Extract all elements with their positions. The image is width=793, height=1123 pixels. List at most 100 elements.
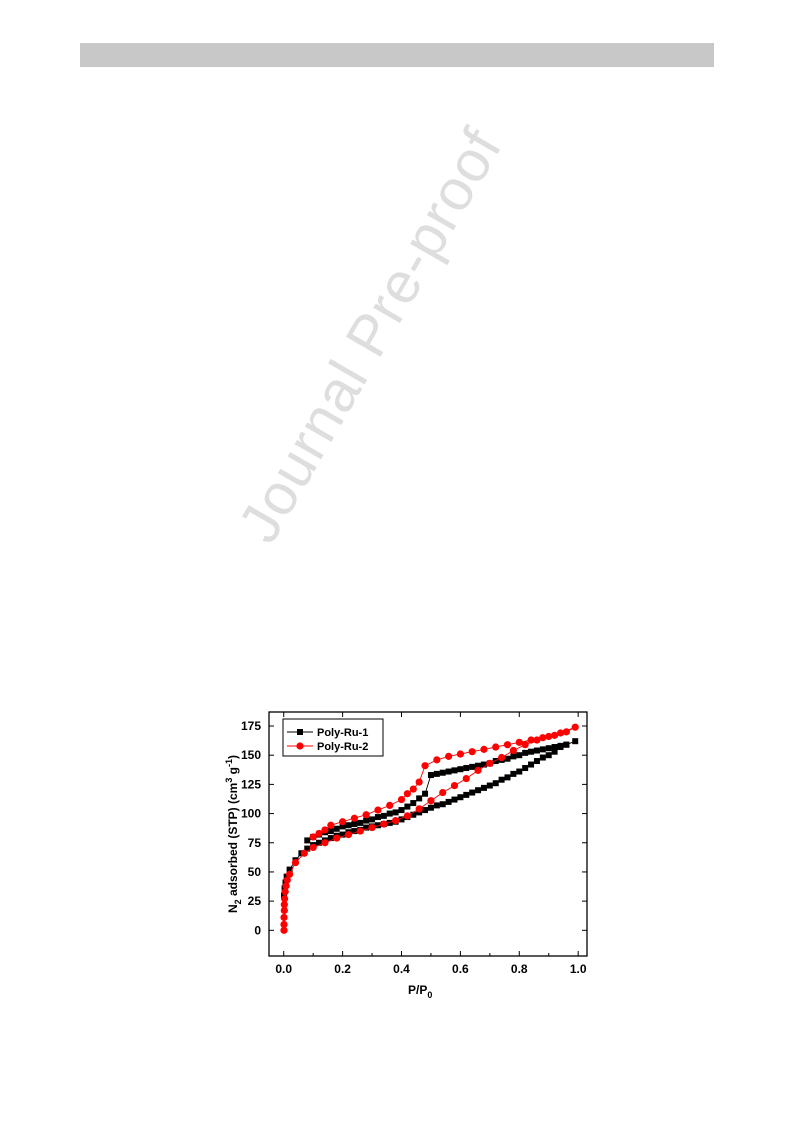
y-label-sub-2: 2 bbox=[233, 899, 243, 904]
data-point-poly-ru-1 bbox=[404, 803, 411, 810]
data-point-poly-ru-1 bbox=[357, 819, 364, 826]
x-axis-label-main: P/P bbox=[408, 983, 427, 997]
data-point-poly-ru-1 bbox=[533, 747, 540, 754]
data-point-poly-ru-1 bbox=[451, 767, 458, 774]
data-point-poly-ru-1 bbox=[433, 770, 440, 777]
data-point-poly-ru-1 bbox=[410, 800, 417, 807]
legend-marker-2 bbox=[296, 742, 304, 750]
data-point-poly-ru-2 bbox=[403, 812, 411, 820]
data-point-poly-ru-2 bbox=[415, 805, 423, 813]
data-point-poly-ru-2 bbox=[545, 732, 553, 741]
data-point-poly-ru-2 bbox=[403, 790, 411, 798]
data-point-poly-ru-2 bbox=[321, 826, 329, 834]
data-point-poly-ru-1 bbox=[557, 742, 564, 749]
data-point-poly-ru-1 bbox=[451, 796, 458, 803]
data-point-poly-ru-2 bbox=[462, 774, 470, 783]
data-point-poly-ru-1 bbox=[498, 776, 505, 783]
data-point-poly-ru-1 bbox=[286, 866, 293, 873]
data-point-poly-ru-2 bbox=[427, 797, 435, 805]
legend-label-poly-ru-2: Poly-Ru-2 bbox=[317, 741, 368, 753]
data-point-poly-ru-2 bbox=[283, 876, 291, 884]
data-point-poly-ru-1 bbox=[469, 763, 476, 770]
data-point-poly-ru-2 bbox=[456, 750, 464, 758]
data-point-poly-ru-2 bbox=[374, 806, 382, 814]
data-point-poly-ru-2 bbox=[439, 788, 447, 797]
data-point-poly-ru-1 bbox=[504, 774, 511, 781]
legend-label-poly-ru-1: Poly-Ru-1 bbox=[317, 727, 368, 739]
legend-marker-1 bbox=[297, 729, 303, 735]
data-point-poly-ru-1 bbox=[351, 828, 358, 835]
data-point-poly-ru-2 bbox=[415, 778, 423, 786]
data-point-poly-ru-2 bbox=[380, 820, 388, 828]
data-point-poly-ru-1 bbox=[327, 835, 334, 842]
data-point-poly-ru-2 bbox=[474, 766, 482, 774]
header-bar bbox=[80, 43, 714, 67]
data-point-poly-ru-1 bbox=[304, 837, 311, 844]
data-point-poly-ru-1 bbox=[457, 794, 464, 801]
data-point-poly-ru-2 bbox=[280, 913, 288, 922]
data-point-poly-ru-1 bbox=[374, 822, 381, 829]
y-label-sup-neg1: -1 bbox=[224, 759, 234, 767]
data-point-poly-ru-1 bbox=[386, 810, 393, 817]
data-point-poly-ru-1 bbox=[422, 807, 429, 814]
data-point-poly-ru-1 bbox=[457, 766, 464, 773]
data-point-poly-ru-2 bbox=[280, 920, 288, 929]
data-point-poly-ru-2 bbox=[300, 849, 308, 857]
data-point-poly-ru-1 bbox=[327, 828, 334, 835]
data-point-poly-ru-1 bbox=[504, 755, 511, 762]
data-point-poly-ru-1 bbox=[304, 845, 311, 852]
data-point-poly-ru-2 bbox=[368, 823, 376, 832]
data-point-poly-ru-2 bbox=[486, 759, 494, 767]
data-point-poly-ru-1 bbox=[572, 738, 579, 745]
y-tick-label: 50 bbox=[248, 865, 262, 879]
data-point-poly-ru-1 bbox=[551, 748, 558, 755]
data-point-poly-ru-1 bbox=[516, 768, 523, 775]
data-point-poly-ru-1 bbox=[345, 822, 352, 829]
data-point-poly-ru-2 bbox=[281, 888, 289, 896]
x-tick-label: 0.8 bbox=[511, 962, 528, 976]
data-point-poly-ru-1 bbox=[528, 761, 535, 768]
x-tick-label: 1.0 bbox=[570, 962, 587, 976]
data-point-poly-ru-1 bbox=[410, 811, 417, 818]
data-point-poly-ru-1 bbox=[439, 801, 446, 808]
data-point-poly-ru-1 bbox=[510, 770, 517, 777]
data-point-poly-ru-1 bbox=[422, 790, 429, 797]
data-point-poly-ru-1 bbox=[563, 741, 570, 748]
data-point-poly-ru-2 bbox=[362, 811, 370, 819]
x-tick-label: 0.2 bbox=[334, 962, 351, 976]
data-point-poly-ru-2 bbox=[339, 818, 347, 826]
data-point-poly-ru-2 bbox=[421, 762, 429, 770]
data-point-poly-ru-1 bbox=[351, 821, 358, 828]
x-axis-label: P/P0 bbox=[408, 983, 432, 1000]
data-point-poly-ru-1 bbox=[433, 802, 440, 809]
data-point-poly-ru-2 bbox=[498, 753, 506, 762]
data-point-poly-ru-1 bbox=[427, 804, 434, 811]
data-point-poly-ru-1 bbox=[392, 809, 399, 816]
data-point-poly-ru-2 bbox=[556, 729, 565, 737]
y-label-sup-3: 3 bbox=[224, 778, 234, 783]
data-point-poly-ru-1 bbox=[427, 772, 434, 779]
x-axis-label-sub: 0 bbox=[427, 990, 432, 1000]
data-point-poly-ru-1 bbox=[533, 758, 540, 765]
data-point-poly-ru-1 bbox=[492, 758, 499, 765]
data-point-poly-ru-2 bbox=[397, 795, 406, 804]
data-point-poly-ru-1 bbox=[439, 769, 446, 776]
y-axis-label: N2 adsorbed (STP) (cm3 g-1) bbox=[224, 755, 243, 913]
data-point-poly-ru-1 bbox=[316, 839, 323, 846]
data-point-poly-ru-1 bbox=[374, 814, 381, 821]
y-tick-label: 125 bbox=[241, 777, 261, 791]
data-point-poly-ru-2 bbox=[503, 741, 512, 749]
data-point-poly-ru-1 bbox=[545, 752, 552, 759]
data-point-poly-ru-1 bbox=[539, 746, 546, 753]
data-point-poly-ru-1 bbox=[445, 798, 452, 805]
data-point-poly-ru-1 bbox=[475, 762, 482, 769]
data-point-poly-ru-2 bbox=[280, 926, 288, 934]
data-point-poly-ru-1 bbox=[386, 819, 393, 826]
data-point-poly-ru-1 bbox=[480, 761, 487, 768]
data-point-poly-ru-2 bbox=[309, 833, 317, 841]
data-point-poly-ru-1 bbox=[510, 753, 517, 760]
data-point-poly-ru-1 bbox=[339, 823, 346, 830]
data-point-poly-ru-1 bbox=[363, 824, 370, 831]
